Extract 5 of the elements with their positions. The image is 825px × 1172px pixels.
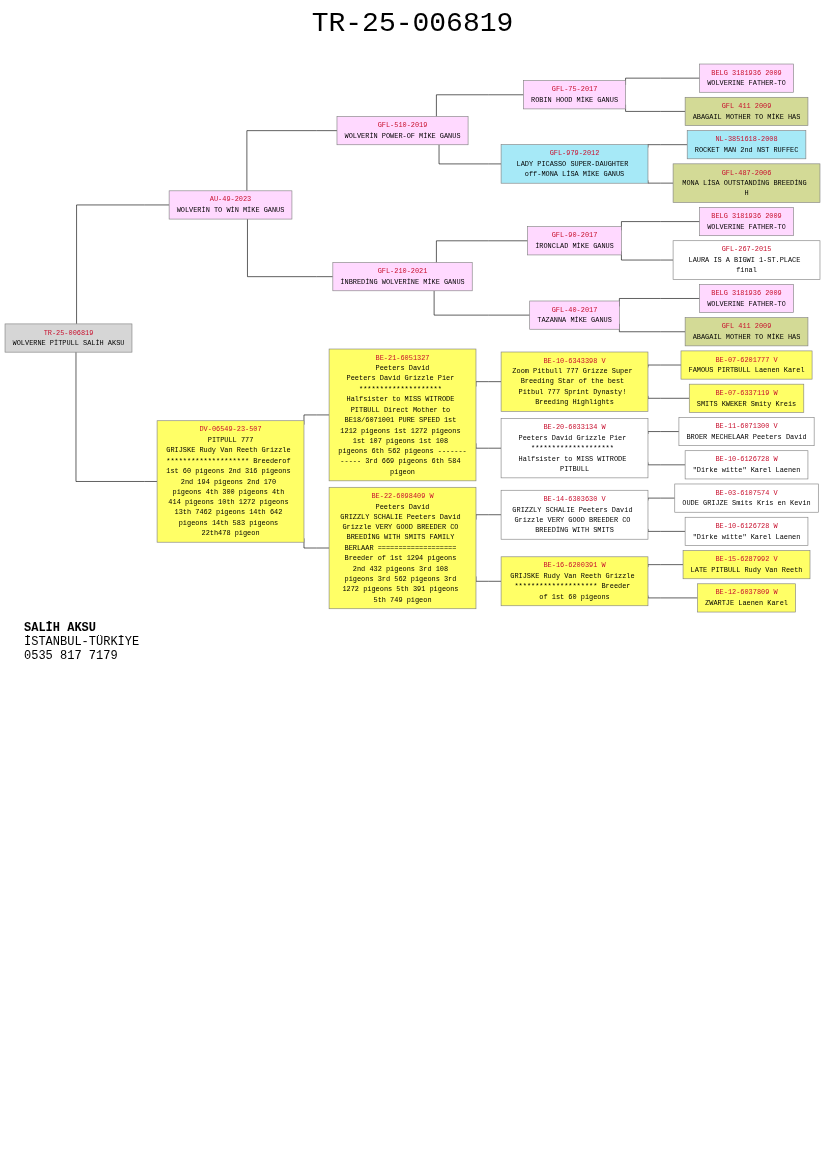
owner-contact-text: 0535 817 7179 xyxy=(24,649,119,664)
title: TR-25-006819 xyxy=(310,8,515,39)
owner-contact-text: SALİH AKSU xyxy=(24,621,96,636)
owner-contact-text: İSTANBUL-TÜRKİYE xyxy=(24,635,141,650)
connector xyxy=(75,351,158,482)
